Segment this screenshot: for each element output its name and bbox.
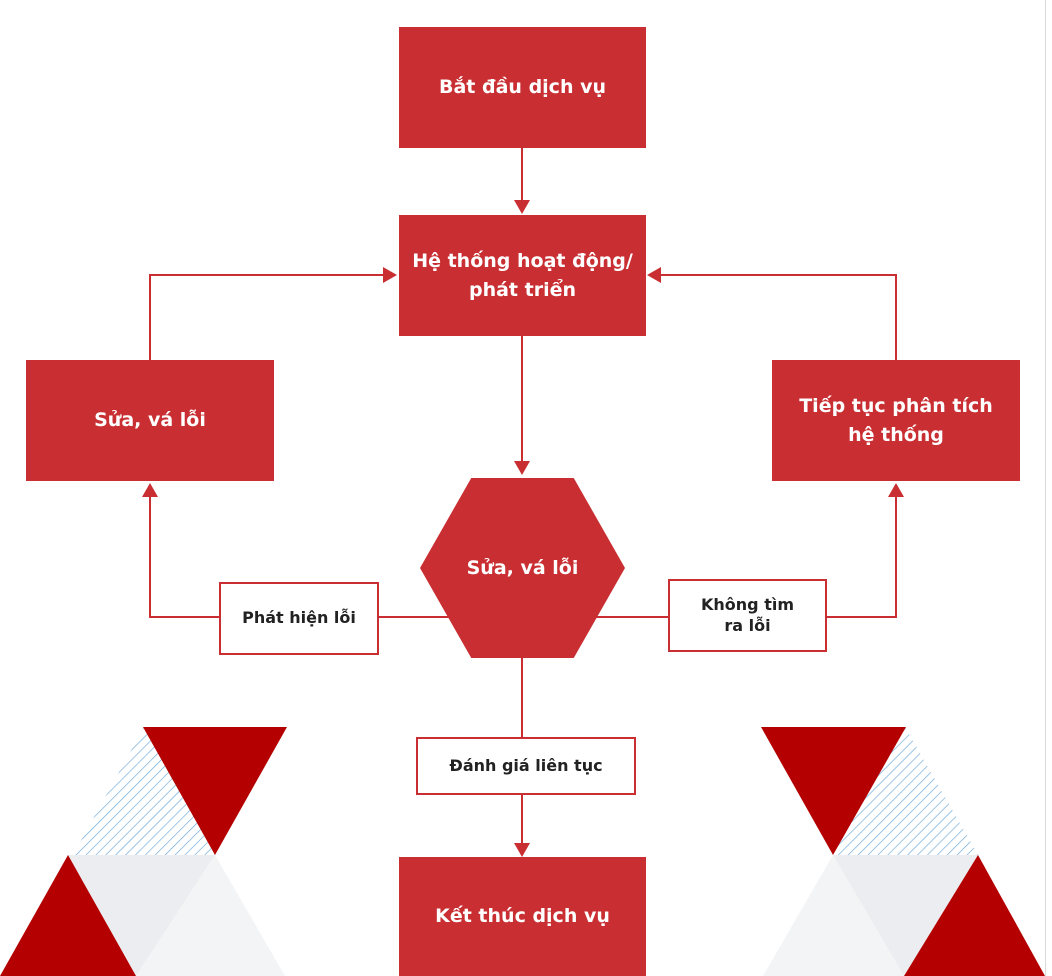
label-no-error-found: Không tìm ra lỗi [668, 579, 827, 652]
arrowhead-system-left [383, 267, 397, 283]
arrowhead-end-top [514, 843, 530, 857]
label-error-found: Phát hiện lỗi [219, 582, 379, 655]
node-start-label: Bắt đầu dịch vụ [439, 76, 606, 99]
label-continuous-evaluation: Đánh giá liên tục [416, 737, 636, 795]
node-fix-left-label: Sửa, vá lỗi [94, 409, 206, 432]
node-system-label: Hệ thống hoạt động/ phát triển [412, 250, 633, 301]
red-triangle-right-bottom [904, 855, 1045, 976]
node-decision-label: Sửa, vá lỗi [466, 556, 579, 579]
page-edge-line [1045, 0, 1046, 976]
grey-triangle-left-b [68, 855, 215, 976]
label-error-found-text: Phát hiện lỗi [242, 608, 356, 628]
hatched-triangle-right [833, 727, 978, 855]
node-fix-left: Sửa, vá lỗi [26, 360, 274, 481]
red-triangle-right-top [761, 727, 906, 855]
grey-triangle-left-c [136, 855, 285, 976]
label-no-error-found-text: Không tìm ra lỗi [701, 594, 794, 635]
grey-triangle-right-b [833, 855, 978, 976]
red-triangle-left-bottom [0, 855, 136, 976]
hatched-triangle-left [73, 727, 215, 855]
node-system: Hệ thống hoạt động/ phát triển [399, 215, 646, 336]
node-end: Kết thúc dịch vụ [399, 857, 646, 976]
arrowhead-decision-top [514, 461, 530, 475]
node-start: Bắt đầu dịch vụ [399, 27, 646, 148]
node-end-label: Kết thúc dịch vụ [435, 905, 610, 928]
label-continuous-evaluation-text: Đánh giá liên tục [449, 755, 603, 775]
grey-triangle-right-a [763, 855, 904, 976]
node-analyze-label: Tiếp tục phân tích hệ thống [799, 395, 993, 446]
arrowhead-system-top [514, 200, 530, 214]
arrowhead-fixleft-bottom [142, 483, 158, 497]
arrowhead-system-right [647, 267, 661, 283]
edge-analyze-to-system [660, 274, 897, 360]
node-analyze: Tiếp tục phân tích hệ thống [772, 360, 1020, 481]
edge-fixleft-to-system [149, 274, 384, 360]
arrowhead-analyze-bottom [888, 483, 904, 497]
red-triangle-left-top [143, 727, 287, 855]
